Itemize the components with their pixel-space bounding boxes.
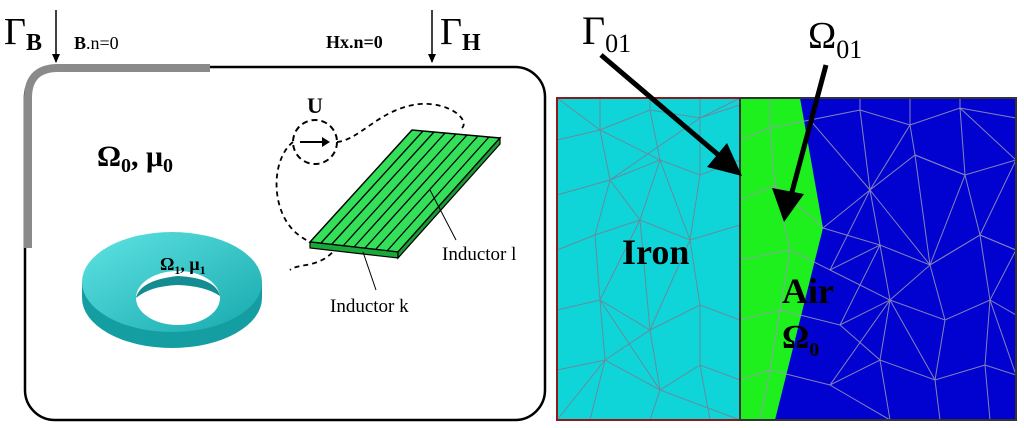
- iron-label: Iron: [622, 232, 689, 272]
- air-frame: [739, 97, 1017, 421]
- omega0-mu0-label: Ω0, μ0: [97, 140, 173, 177]
- air-label: Air: [782, 271, 834, 311]
- circuit-wire-top: [336, 103, 465, 143]
- omega01-arrowhead: [772, 188, 804, 222]
- omega0-label: Ω0: [782, 319, 819, 361]
- gamma-b-label: ΓB: [4, 11, 42, 56]
- gamma-b-boundary: [24, 64, 210, 248]
- iron-mesh: [556, 97, 741, 421]
- gamma01-arrowhead: [707, 143, 742, 176]
- inductor-plate: [308, 129, 502, 260]
- inductor-l-leader: [429, 189, 457, 241]
- right-panel: Γ01 Ω01 Iron Air Ω0: [556, 8, 1017, 421]
- inductor-l-label: Inductor l: [442, 244, 516, 265]
- b-condition: B.n=0: [74, 33, 119, 53]
- inductor-k-label: Inductor k: [330, 296, 409, 317]
- gamma-h-label: ΓH: [440, 11, 481, 56]
- h-condition: Hx.n=0: [326, 32, 383, 52]
- iron-region: [557, 98, 740, 420]
- left-panel: ΓB B.n=0 Hx.n=0 ΓH Ω0, μ0 Ω1, μ1: [4, 10, 547, 422]
- gamma01-label: Γ01: [582, 8, 631, 58]
- ring-core: [82, 232, 262, 348]
- transition-region: [740, 98, 823, 420]
- omega1-mu1-label: Ω1, μ1: [160, 254, 206, 277]
- air-mesh: [740, 98, 1016, 420]
- voltage-source: [292, 119, 338, 165]
- inductor-k-leader: [362, 251, 377, 291]
- voltage-label: U: [307, 93, 323, 118]
- omega01-label: Ω01: [808, 15, 862, 64]
- omega01-arrow-shaft: [789, 64, 829, 193]
- gamma01-arrow-shaft: [599, 53, 724, 160]
